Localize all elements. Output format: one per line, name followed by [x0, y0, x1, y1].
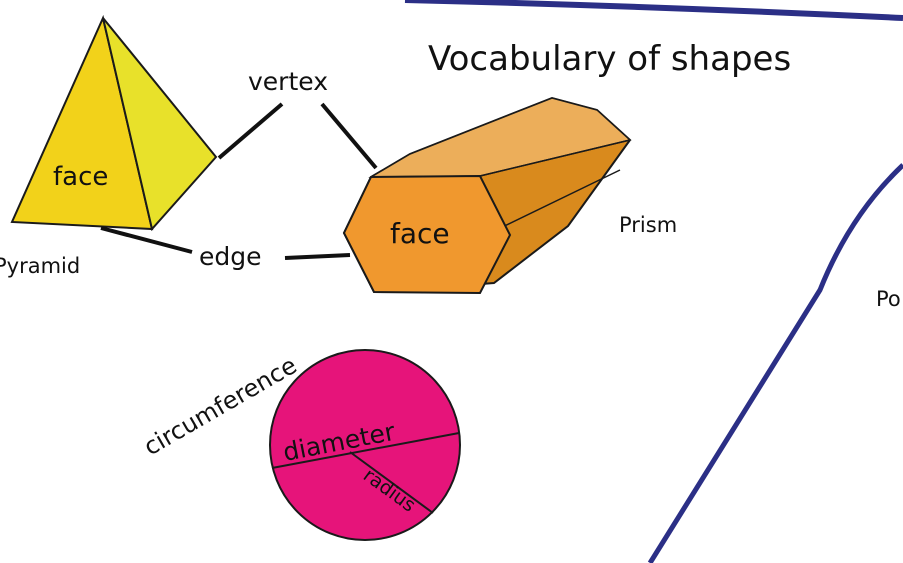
vertex-connector-prism	[320, 102, 378, 170]
vertex-label: vertex	[248, 67, 328, 96]
polygon-partial-label: Po	[876, 287, 901, 311]
radius-line	[349, 451, 434, 514]
pyramid-label: Pyramid	[0, 254, 80, 278]
prism-edge-line	[479, 139, 631, 177]
page-border-top	[404, 0, 903, 21]
page-border-diagonal	[647, 163, 903, 563]
prism-edge-line	[485, 169, 621, 236]
edge-label: edge	[199, 242, 262, 271]
edge-connector-prism	[284, 253, 351, 260]
pyramid-face-label: face	[53, 162, 108, 192]
vertex-connector-pyramid	[217, 102, 284, 160]
prism-shape	[342, 96, 632, 295]
prism-label: Prism	[619, 213, 677, 237]
pyramid-shape	[10, 14, 218, 232]
pyramid-side-face	[102, 17, 218, 232]
diameter-line	[271, 432, 460, 469]
prism-face-label: face	[390, 217, 450, 250]
prism-hexagon-face	[342, 174, 512, 295]
circle-body	[269, 349, 461, 541]
circle-shape	[269, 349, 461, 541]
page-title: Vocabulary of shapes	[428, 39, 791, 79]
edge-connector-pyramid	[100, 226, 193, 254]
